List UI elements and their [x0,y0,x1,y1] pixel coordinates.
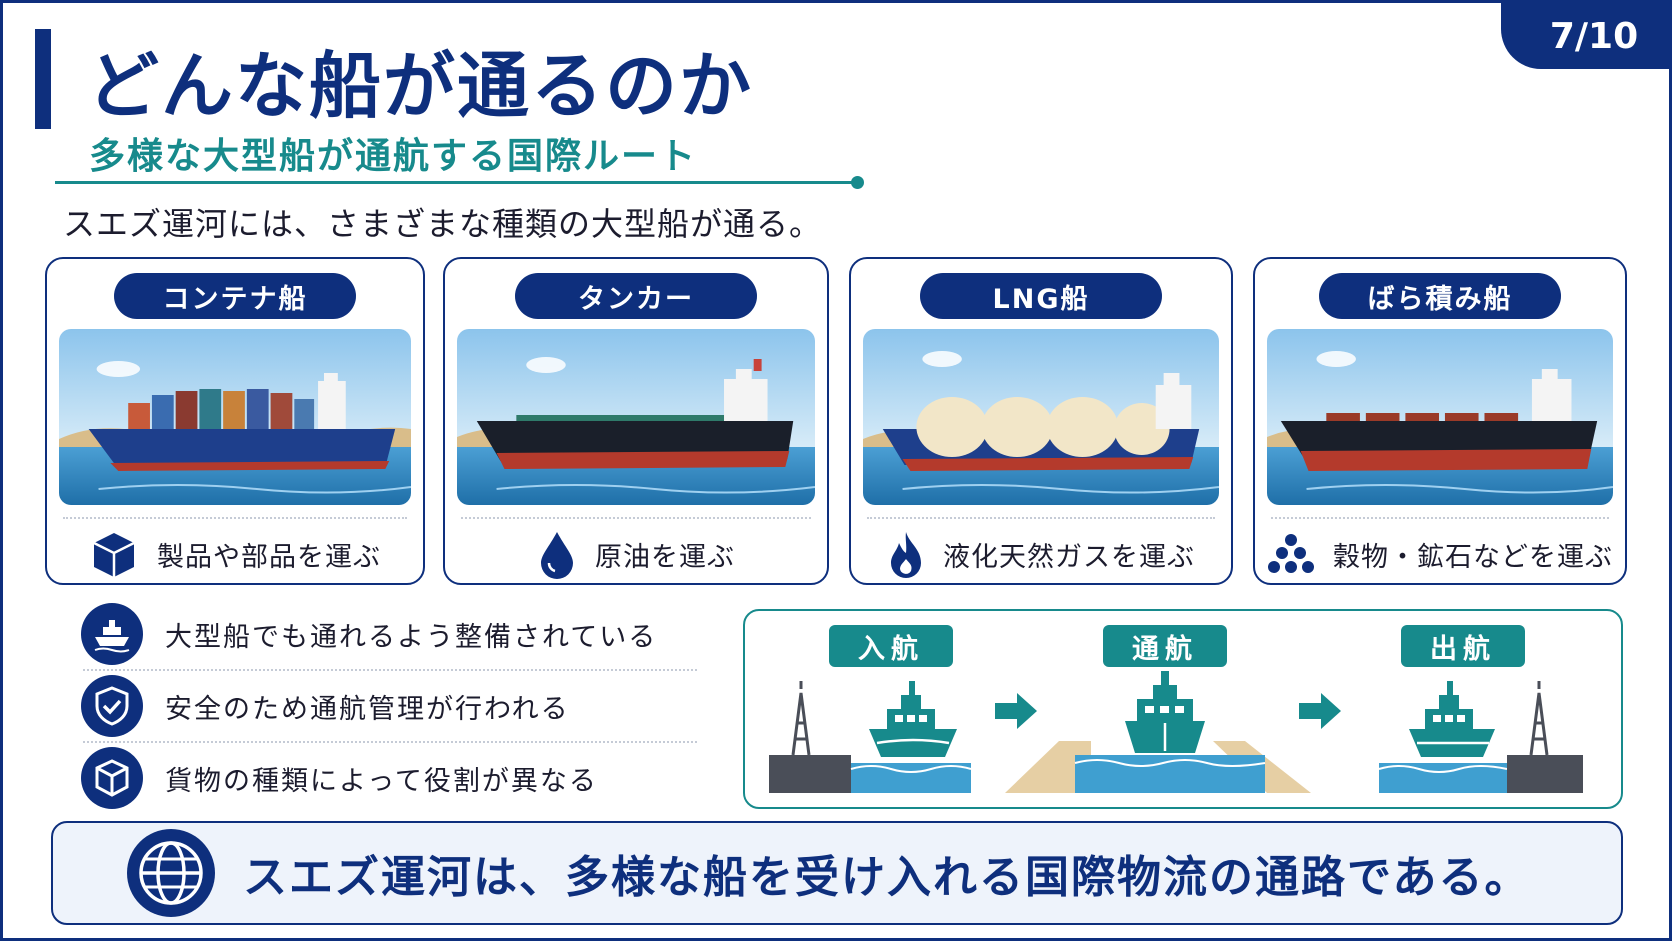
ship-card-tanker: タンカー 原油 [443,257,829,585]
page-number: 7/10 [1501,3,1669,69]
transit-flow-scene [769,671,1583,793]
card-divider [867,517,1215,519]
stage-label-transit: 通航 [1103,625,1227,667]
card-divider [1271,517,1609,519]
intro-text: スエズ運河には、さまざまな種類の大型船が通る。 [63,205,823,243]
ship-card-bulk: ばら積み船 [1253,257,1627,585]
page-subtitle: 多様な大型船が通航する国際ルート [89,136,698,177]
subtitle-underline-dot [851,176,864,189]
ship-card-footer: 原油を運ぶ [445,529,827,579]
point-divider [83,669,697,671]
ship-card-label: コンテナ船 [114,273,356,319]
point-text: 大型船でも通れるよう整備されている [165,621,658,653]
ship-card-label: タンカー [515,273,757,319]
ship-card-description: 原油を運ぶ [595,541,735,573]
package-icon [81,747,143,809]
card-divider [63,517,407,519]
tanker-image [457,329,815,505]
ship-icon [81,603,143,665]
oil-drop-icon [537,529,577,579]
ship-card-description: 製品や部品を運ぶ [157,541,381,573]
shield-check-icon [81,675,143,737]
transit-flow-diagram: 入航 通航 出航 [743,609,1623,809]
ship-card-footer: 穀物・鉱石などを運ぶ [1255,529,1625,579]
bulk-pile-icon [1267,532,1315,576]
ship-card-label: ばら積み船 [1319,273,1561,319]
point-text: 安全のため通航管理が行われる [165,693,570,725]
lng-ship-image [863,329,1219,505]
title-accent-bar [35,29,51,129]
ship-card-container: コンテナ船 [45,257,425,585]
bulk-carrier-image [1267,329,1613,505]
ship-card-lng: LNG船 [849,257,1233,585]
ship-card-label: LNG船 [920,273,1162,319]
ship-card-footer: 製品や部品を運ぶ [47,529,423,579]
ship-card-description: 穀物・鉱石などを運ぶ [1333,541,1613,573]
stage-label-exit: 出航 [1401,625,1525,667]
container-ship-image [59,329,411,505]
point-item: 安全のため通航管理が行われる [81,673,570,739]
point-item: 貨物の種類によって役割が異なる [81,745,598,811]
conclusion-box: スエズ運河は、多様な船を受け入れる国際物流の通路である。 [51,821,1623,925]
ship-card-description: 液化天然ガスを運ぶ [943,541,1195,573]
flame-icon [887,529,925,579]
ship-card-footer: 液化天然ガスを運ぶ [851,529,1231,579]
point-item: 大型船でも通れるよう整備されている [81,601,657,667]
point-divider [83,741,697,743]
page-title: どんな船が通るのか [87,44,754,128]
point-text: 貨物の種類によって役割が異なる [165,765,598,797]
subtitle-underline [55,181,855,184]
cube-icon [89,529,139,579]
stage-label-entry: 入航 [829,625,953,667]
conclusion-text: スエズ運河は、多様な船を受け入れる国際物流の通路である。 [243,852,1531,903]
card-divider [461,517,811,519]
globe-icon [127,829,215,917]
